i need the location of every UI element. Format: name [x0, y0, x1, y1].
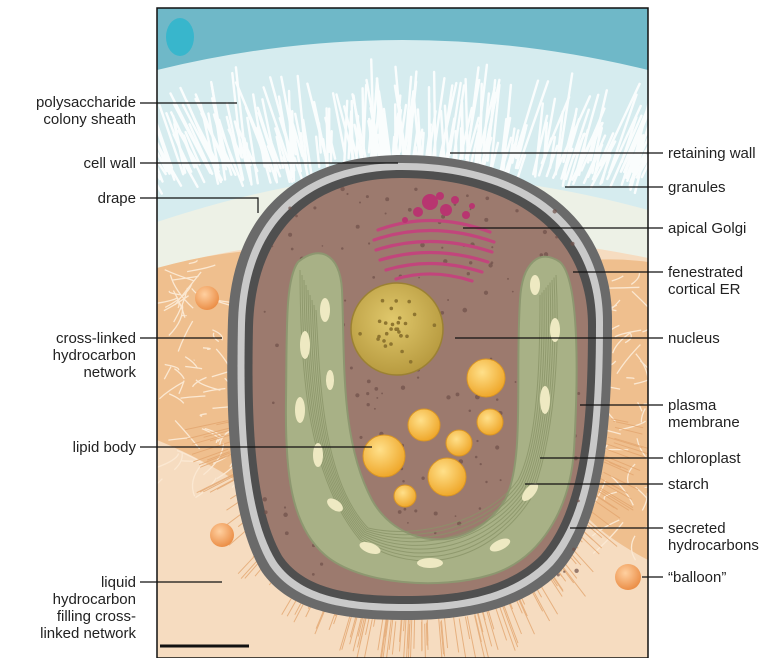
label-drape: drape [0, 190, 136, 207]
blue-spot [166, 18, 194, 56]
label-apical-golgi: apical Golgi [668, 220, 780, 237]
balloon-right [615, 564, 641, 590]
label-nucleus: nucleus [668, 330, 780, 347]
balloon-lower-left [210, 523, 234, 547]
label-cell-wall: cell wall [0, 155, 136, 172]
label-polysaccharide-colony-sheath: polysaccharide colony sheath [0, 94, 136, 128]
label-plasma-membrane: plasma membrane [668, 397, 780, 431]
label-retaining-wall: retaining wall [668, 145, 780, 162]
label-lipid-body: lipid body [0, 439, 136, 456]
label-starch: starch [668, 476, 780, 493]
label-granules: granules [668, 179, 780, 196]
balloon-upper-left [195, 286, 219, 310]
label-liquid-hydrocarbon: liquid hydrocarbon filling cross- linked… [0, 574, 136, 642]
label-balloon: “balloon” [668, 569, 780, 586]
label-secreted-hydrocarbons: secreted hydrocarbons [668, 520, 780, 554]
label-chloroplast: chloroplast [668, 450, 780, 467]
label-cross-linked-network: cross-linked hydrocarbon network [0, 330, 136, 381]
label-fenestrated-cortical-er: fenestrated cortical ER [668, 264, 780, 298]
